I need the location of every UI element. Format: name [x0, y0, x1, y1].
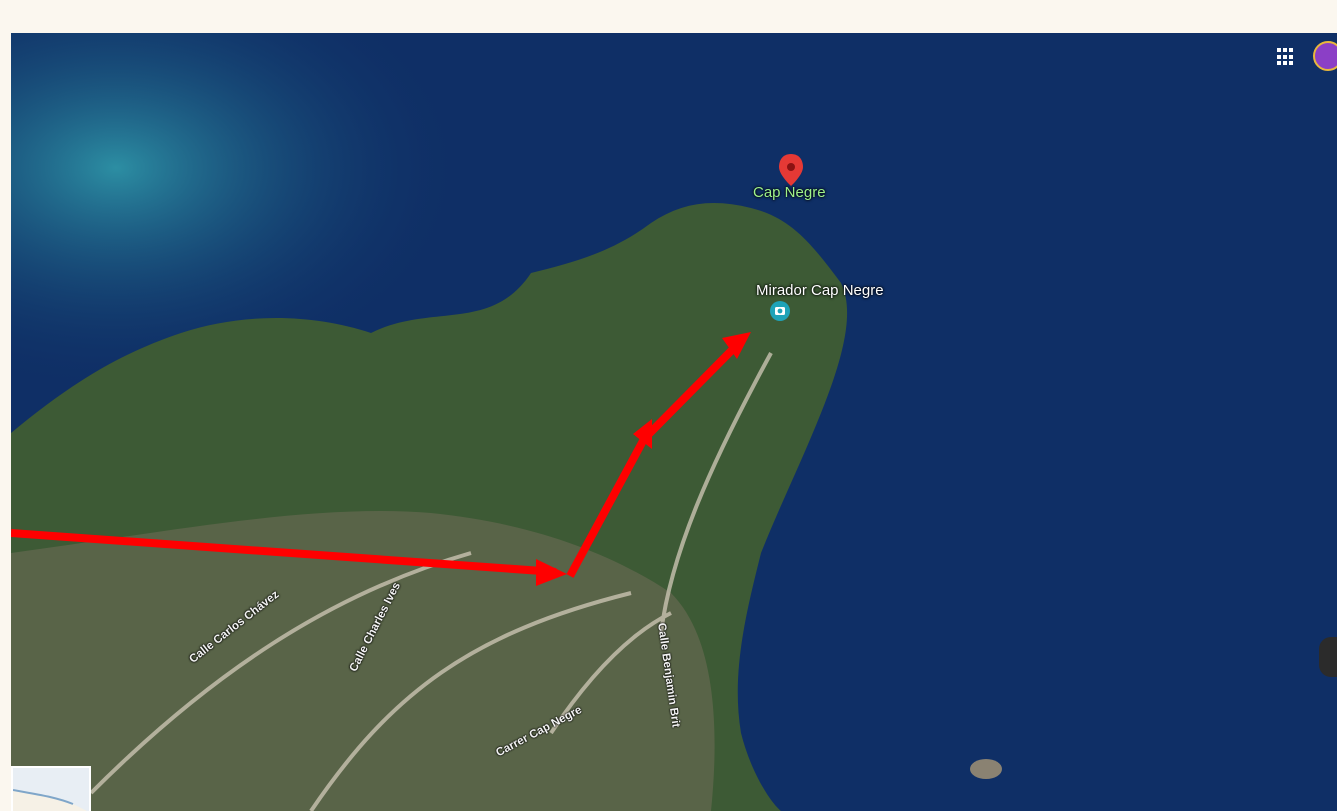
apps-grid-icon[interactable]: [1277, 48, 1295, 66]
cap-negre-label[interactable]: Cap Negre: [753, 184, 826, 201]
account-avatar[interactable]: [1313, 41, 1337, 71]
cap-negre-pin-icon[interactable]: [779, 154, 803, 186]
minimap-thumbnail[interactable]: [11, 766, 91, 811]
minimap-icon: [13, 768, 89, 811]
urban-area: [11, 511, 715, 811]
route-arrow: [11, 332, 751, 586]
islet: [970, 759, 1002, 779]
roads: [89, 352, 773, 811]
mirador-label[interactable]: Mirador Cap Negre: [756, 282, 884, 299]
mirador-camera-icon[interactable]: [770, 301, 790, 321]
satellite-map[interactable]: Cap Negre Mirador Cap Negre Calle Carlos…: [11, 33, 1337, 811]
rotate-icon[interactable]: [1319, 637, 1337, 677]
map-imagery: [11, 33, 1337, 811]
